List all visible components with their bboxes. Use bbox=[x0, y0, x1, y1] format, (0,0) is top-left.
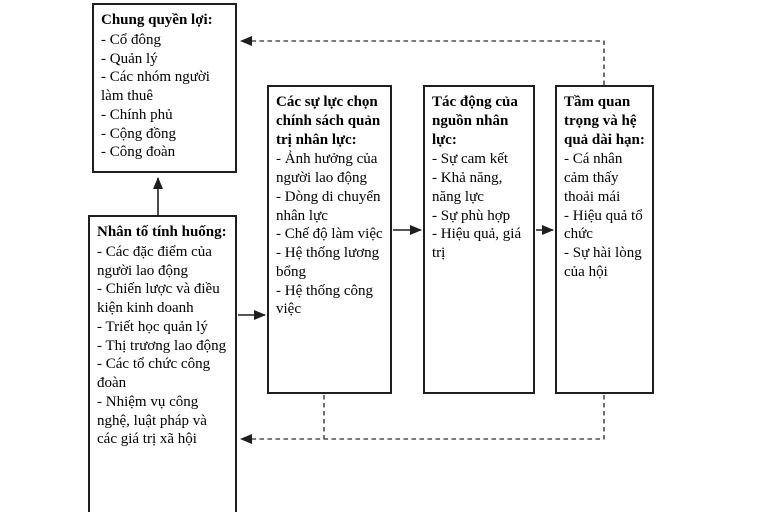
box-situational-factors: Nhân tố tính huống: - Các đặc điểm của n… bbox=[88, 215, 237, 512]
box-item: - Các đặc điểm của người lao động bbox=[97, 243, 212, 279]
dashed-feedback-top bbox=[240, 36, 605, 85]
box-policy-choices-items: - Ảnh hưởng của người lao động- Dòng di … bbox=[276, 150, 383, 319]
box-item: - Chiến lược và điều kiện kinh doanh bbox=[97, 281, 220, 316]
box-stakeholders-title: Chung quyền lợi: bbox=[101, 12, 213, 28]
dashed-feedback-bottom bbox=[240, 395, 605, 444]
box-long-term-consequences-title: Tầm quan trọng và hệ quả dài hạn: bbox=[564, 94, 645, 148]
box-item: - Sự cam kết bbox=[432, 151, 509, 168]
box-policy-choices: Các sự lực chọn chính sách quản trị nhân… bbox=[267, 85, 392, 394]
box-item: - Cộng đồng bbox=[101, 125, 176, 142]
box-item: - Cổ đông bbox=[101, 31, 161, 48]
box-hr-outcomes-items: - Sự cam kết - Khả năng, năng lực - Sự phù… bbox=[432, 150, 526, 263]
box-item: - Nhiệm vụ công nghệ, luật pháp và các g… bbox=[97, 393, 207, 448]
box-item: - Hệ thống lương bổng bbox=[276, 245, 380, 280]
box-item: - Công đoàn bbox=[101, 144, 176, 161]
box-item: - Hiệu quả, giá trị bbox=[432, 226, 522, 261]
box-hr-outcomes: Tác động của nguồn nhân lực: - Sự cam kế… bbox=[423, 85, 535, 394]
box-item: - Hiệu quả tổ chức bbox=[564, 207, 643, 243]
box-item: - Quản lý bbox=[101, 50, 158, 67]
box-item: - Cá nhân cảm thấy thoải mái bbox=[564, 151, 623, 205]
box-item: - Chế độ làm việc bbox=[276, 226, 383, 243]
box-item: - Chính phủ bbox=[101, 106, 173, 123]
box-item: - Các nhóm người làm thuê bbox=[101, 69, 210, 104]
box-item: - Các tổ chức công đoàn bbox=[97, 356, 211, 391]
box-policy-choices-title: Các sự lực chọn chính sách quản trị nhân… bbox=[276, 94, 381, 148]
box-item: - Khả năng, năng lực bbox=[432, 170, 503, 205]
box-item: - Thị trương lao động bbox=[97, 337, 227, 354]
box-long-term-consequences: Tầm quan trọng và hệ quả dài hạn: - Cá n… bbox=[555, 85, 654, 394]
box-long-term-consequences-items: - Cá nhân cảm thấy thoải mái- Hiệu quả t… bbox=[564, 150, 645, 281]
box-stakeholders-items: - Cổ đông - Quản lý - Các nhóm người làm t… bbox=[101, 31, 228, 162]
box-situational-factors-title: Nhân tố tính huống: bbox=[97, 224, 227, 240]
box-hr-outcomes-title: Tác động của nguồn nhân lực: bbox=[432, 94, 518, 148]
box-item: - Sự hài lòng của hội bbox=[564, 245, 642, 280]
box-item: - Sự phù hợp bbox=[432, 207, 511, 224]
box-item: - Hệ thống công việc bbox=[276, 282, 374, 318]
box-situational-factors-items: - Các đặc điểm của người lao động- Chiến… bbox=[97, 243, 228, 449]
box-item: - Dòng di chuyển nhân lực bbox=[276, 188, 381, 224]
box-item: - Triết học quản lý bbox=[97, 318, 208, 335]
box-item: - Ảnh hưởng của người lao động bbox=[276, 151, 378, 186]
box-stakeholders: Chung quyền lợi: - Cổ đông - Quản lý - Các… bbox=[92, 3, 237, 173]
